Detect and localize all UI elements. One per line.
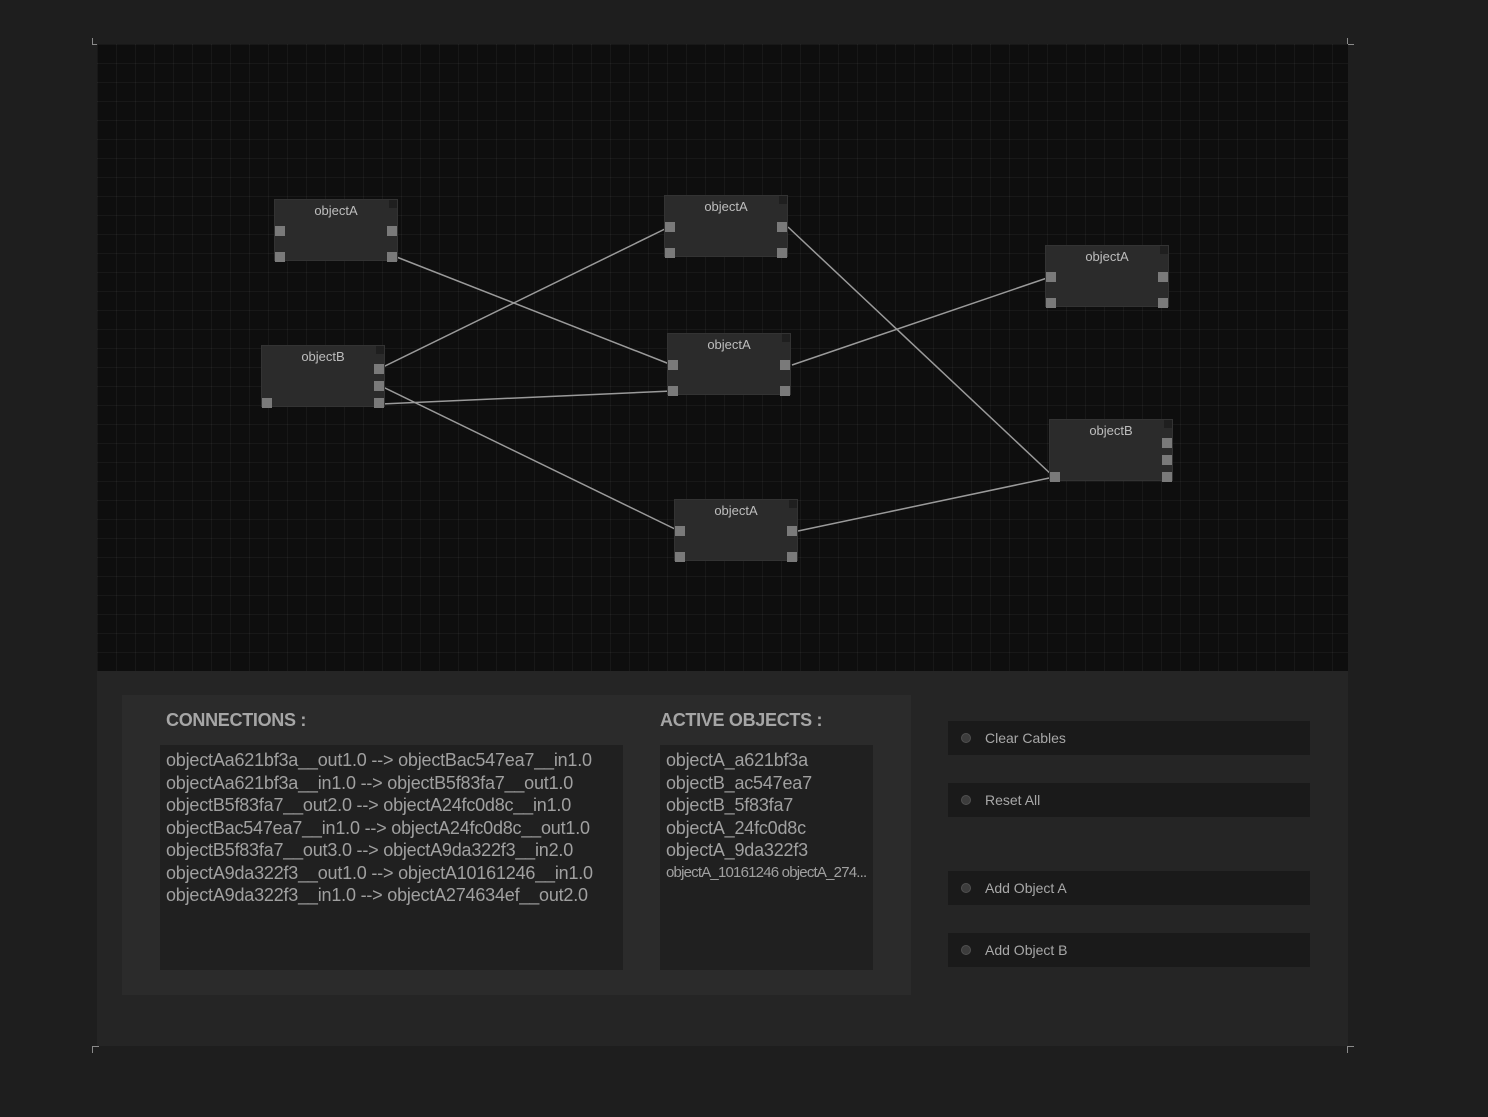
inlet-port[interactable]	[668, 360, 678, 370]
connections-list[interactable]: objectAa621bf3a__out1.0 --> objectBac547…	[160, 745, 623, 970]
reset-all-button[interactable]: Reset All	[948, 783, 1310, 817]
node-object-a[interactable]: objectA	[274, 199, 398, 262]
cable[interactable]	[380, 385, 680, 532]
reset-all-label: Reset All	[985, 792, 1041, 808]
connection-item: objectBac547ea7__in1.0 --> objectA24fc0d…	[166, 817, 590, 838]
connection-item: objectB5f83fa7__out2.0 --> objectA24fc0d…	[166, 795, 572, 815]
frame-corner-top-left	[92, 38, 99, 45]
cable[interactable]	[380, 226, 670, 369]
outlet-port[interactable]	[374, 364, 384, 374]
outlet-port[interactable]	[387, 226, 397, 236]
cable[interactable]	[393, 255, 673, 366]
node-corner	[376, 346, 384, 354]
outlet-port[interactable]	[1162, 472, 1172, 482]
connection-item: objectA9da322f3__in1.0 --> objectA274634…	[166, 885, 588, 905]
clear-cables-button[interactable]: Clear Cables	[948, 721, 1310, 755]
cable[interactable]	[380, 390, 673, 405]
node-title: objectA	[714, 503, 758, 518]
node-corner	[1160, 246, 1168, 254]
node-object-b[interactable]: objectB	[261, 345, 385, 408]
outlet-port[interactable]	[374, 398, 384, 408]
node-object-a[interactable]: objectA	[1045, 245, 1169, 308]
add-object-a-button[interactable]: Add Object A	[948, 871, 1310, 905]
outlet-port[interactable]	[1162, 455, 1172, 465]
node-object-a[interactable]: objectA	[674, 499, 798, 562]
node-object-b[interactable]: objectB	[1049, 419, 1173, 482]
node-title: objectB	[301, 349, 345, 364]
add-object-b-button[interactable]: Add Object B	[948, 933, 1310, 967]
connection-item: objectAa621bf3a__in1.0 --> objectB5f83fa…	[166, 772, 574, 793]
cable[interactable]	[787, 226, 1055, 478]
node-title: objectA	[707, 337, 751, 352]
inlet-port[interactable]	[262, 398, 272, 408]
inlet-port[interactable]	[1050, 472, 1060, 482]
inlet-port[interactable]	[665, 222, 675, 232]
node-title: objectB	[1089, 423, 1133, 438]
connection-item: objectB5f83fa7__out3.0 --> objectA9da322…	[166, 840, 574, 860]
button-indicator-icon	[961, 795, 971, 805]
outlet-port[interactable]	[387, 252, 397, 262]
active-objects-heading: ACTIVE OBJECTS :	[660, 710, 823, 730]
outlet-port[interactable]	[787, 526, 797, 536]
inlet-port[interactable]	[668, 386, 678, 396]
control-area: CONNECTIONS : objectAa621bf3a__out1.0 --…	[97, 671, 1348, 1046]
cable[interactable]	[791, 276, 1051, 366]
outlet-port[interactable]	[777, 222, 787, 232]
active-objects-list[interactable]: objectA_a621bf3a objectB_ac547ea7 object…	[660, 745, 873, 970]
node-object-a[interactable]: objectA	[664, 195, 788, 258]
node-corner	[789, 500, 797, 508]
clear-cables-label: Clear Cables	[985, 730, 1066, 746]
inlet-port[interactable]	[275, 226, 285, 236]
node-object-a[interactable]: objectA	[667, 333, 791, 396]
active-object-overflow-item: objectA_10161246 objectA_274...	[666, 863, 867, 881]
active-object-item: objectB_ac547ea7	[666, 772, 812, 793]
active-object-item: objectA_9da322f3	[666, 840, 808, 860]
inlet-port[interactable]	[1046, 272, 1056, 282]
button-indicator-icon	[961, 733, 971, 743]
inlet-port[interactable]	[1046, 298, 1056, 308]
connection-item: objectA9da322f3__out1.0 --> objectA10161…	[166, 862, 593, 883]
node-corner	[782, 334, 790, 342]
outlet-port[interactable]	[1162, 438, 1172, 448]
active-object-item: objectA_a621bf3a	[666, 750, 808, 770]
outlet-port[interactable]	[1158, 298, 1168, 308]
active-object-item: objectB_5f83fa7	[666, 795, 794, 815]
outlet-port[interactable]	[787, 552, 797, 562]
connections-heading: CONNECTIONS :	[166, 710, 307, 730]
add-object-b-label: Add Object B	[985, 942, 1068, 958]
frame-corner-bottom-right	[1347, 1046, 1354, 1053]
node-title: objectA	[1085, 249, 1129, 264]
cables-layer	[380, 226, 1055, 532]
frame-corner-top-right	[1347, 38, 1354, 45]
inlet-port[interactable]	[275, 252, 285, 262]
connection-item: objectAa621bf3a__out1.0 --> objectBac547…	[166, 750, 592, 770]
outlet-port[interactable]	[780, 386, 790, 396]
inlet-port[interactable]	[675, 526, 685, 536]
node-corner	[1164, 420, 1172, 428]
patch-canvas[interactable]: objectA objectB objectA objectA objectA	[97, 44, 1348, 671]
add-object-a-label: Add Object A	[985, 880, 1067, 896]
inlet-port[interactable]	[675, 552, 685, 562]
active-object-item: objectA_24fc0d8c	[666, 817, 806, 838]
outlet-port[interactable]	[374, 381, 384, 391]
button-indicator-icon	[961, 883, 971, 893]
cable[interactable]	[797, 476, 1055, 532]
info-panel: CONNECTIONS : objectAa621bf3a__out1.0 --…	[122, 695, 911, 995]
outlet-port[interactable]	[777, 248, 787, 258]
node-corner	[779, 196, 787, 204]
outlet-port[interactable]	[780, 360, 790, 370]
outlet-port[interactable]	[1158, 272, 1168, 282]
button-indicator-icon	[961, 945, 971, 955]
inlet-port[interactable]	[665, 248, 675, 258]
frame-corner-bottom-left	[92, 1046, 99, 1053]
node-corner	[389, 200, 397, 208]
node-title: objectA	[704, 199, 748, 214]
node-title: objectA	[314, 203, 358, 218]
